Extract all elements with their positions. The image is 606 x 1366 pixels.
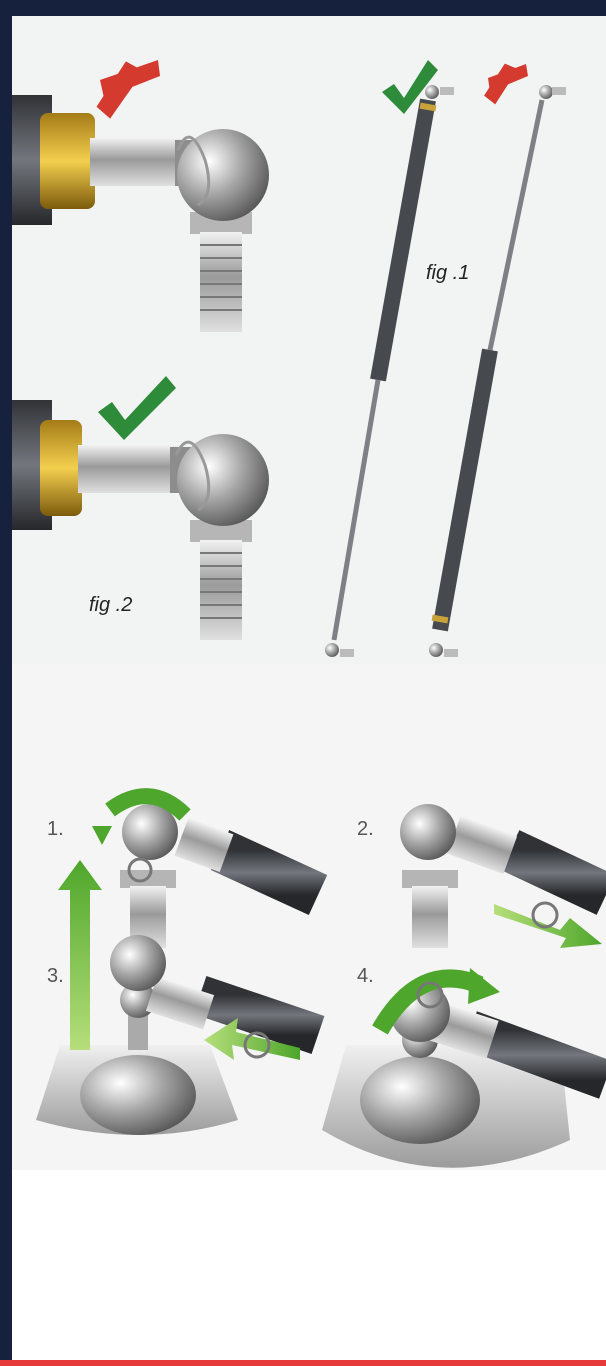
check-mark-icon: [382, 60, 438, 114]
step1-illustration: [92, 788, 328, 948]
left-border: [0, 0, 12, 1366]
cross-mark-icon: [96, 60, 160, 119]
step-number-3: 3.: [47, 965, 64, 987]
fig2-wrong-joint: [12, 95, 269, 332]
step-number-2: 2.: [357, 818, 374, 840]
check-mark-icon: [98, 376, 176, 440]
fig1-right-strut: [325, 85, 454, 657]
figure-panel-top: [12, 16, 606, 664]
top-border: [0, 0, 606, 16]
cross-mark-icon: [484, 63, 528, 105]
fig1-wrong-strut: [429, 85, 566, 657]
step3-illustration: [36, 860, 325, 1135]
step-number-1: 1.: [47, 818, 64, 840]
fig2-right-joint: [12, 400, 269, 640]
step-number-4: 4.: [357, 965, 374, 987]
bottom-accent-line: [0, 1360, 606, 1366]
fig1-label: fig .1: [426, 262, 470, 284]
step2-illustration: [400, 804, 606, 948]
fig2-label: fig .2: [89, 594, 133, 616]
blank-area: [12, 1170, 606, 1360]
step4-illustration: [322, 968, 606, 1168]
